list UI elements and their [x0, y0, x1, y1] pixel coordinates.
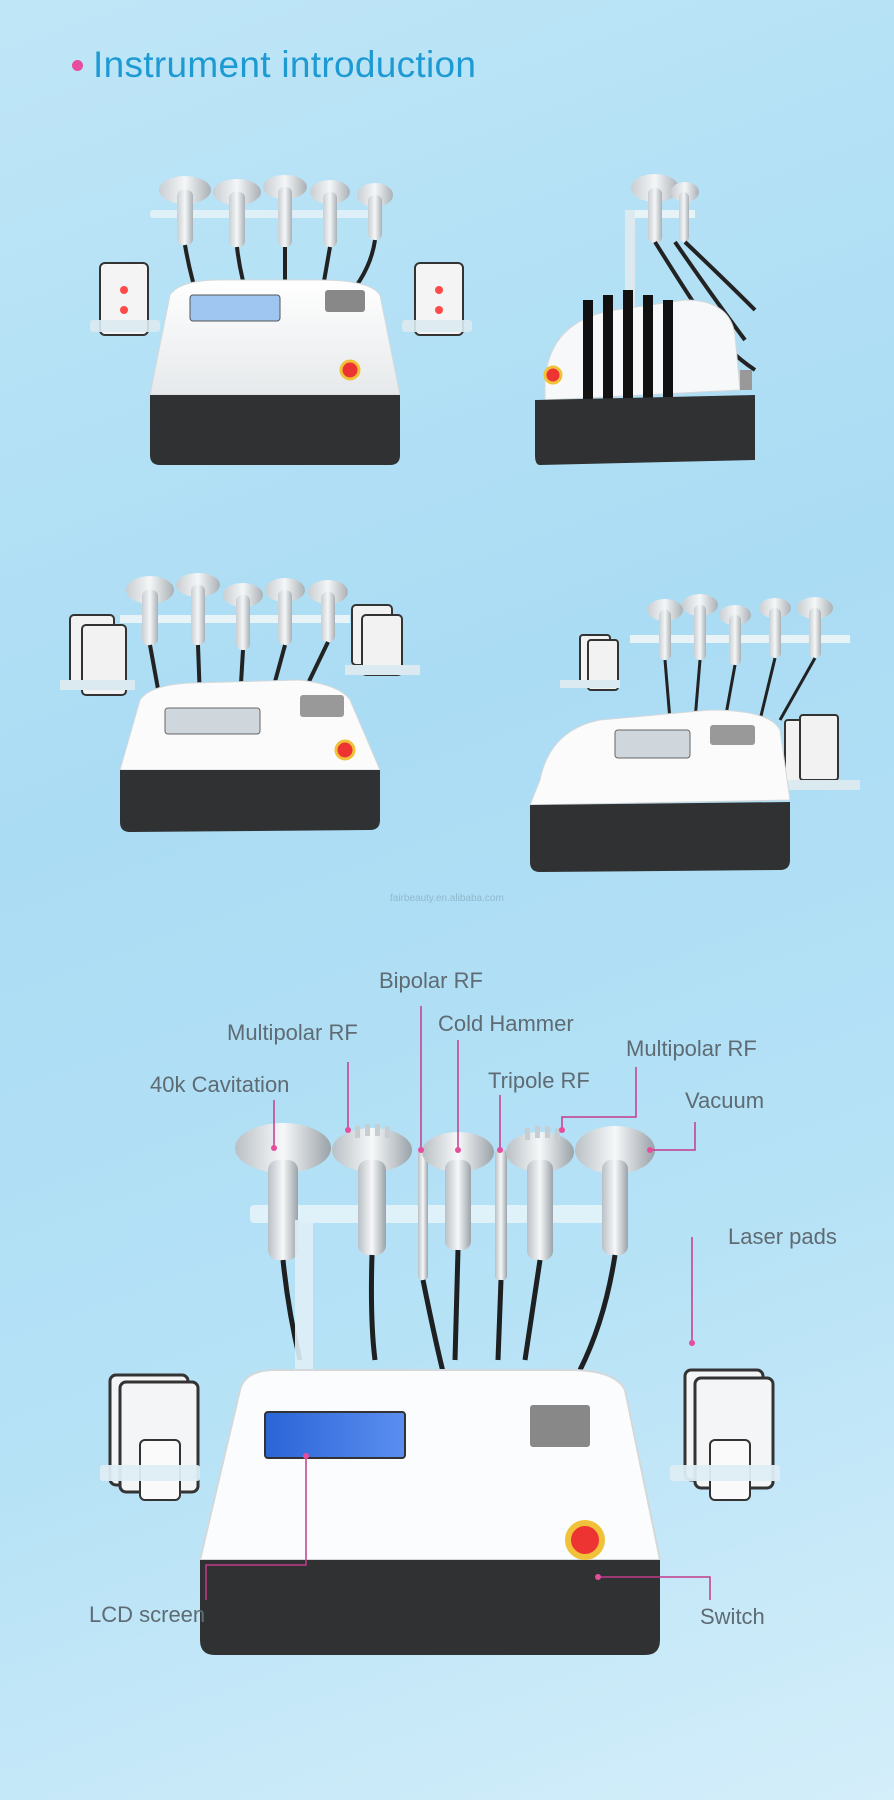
label-multipolar-rf-right: Multipolar RF [626, 1036, 757, 1061]
label-lcd-screen: LCD screen [89, 1602, 206, 1627]
label-vacuum: Vacuum [685, 1088, 765, 1113]
device-front-view-photo [80, 165, 480, 480]
device-right-angle-photo [520, 580, 875, 890]
label-bipolar-rf: Bipolar RF [379, 968, 483, 993]
label-laser-pads: Laser pads [728, 1224, 837, 1249]
device-side-view-photo [525, 170, 870, 480]
label-tripole-rf: Tripole RF [488, 1068, 590, 1093]
bullet-dot-icon [72, 59, 83, 71]
watermark-text: fairbeauty.en.alibaba.com [390, 893, 504, 904]
device-labeled-photo [100, 1120, 800, 1690]
device-left-angle-photo [60, 570, 440, 890]
label-cold-hammer: Cold Hammer [438, 1011, 574, 1036]
section-header: Instrument introduction [72, 44, 476, 86]
label-40k-cavitation: 40k Cavitation [150, 1072, 290, 1097]
label-switch: Switch [700, 1604, 765, 1629]
label-multipolar-rf-left: Multipolar RF [227, 1020, 358, 1045]
section-title: Instrument introduction [93, 44, 477, 85]
